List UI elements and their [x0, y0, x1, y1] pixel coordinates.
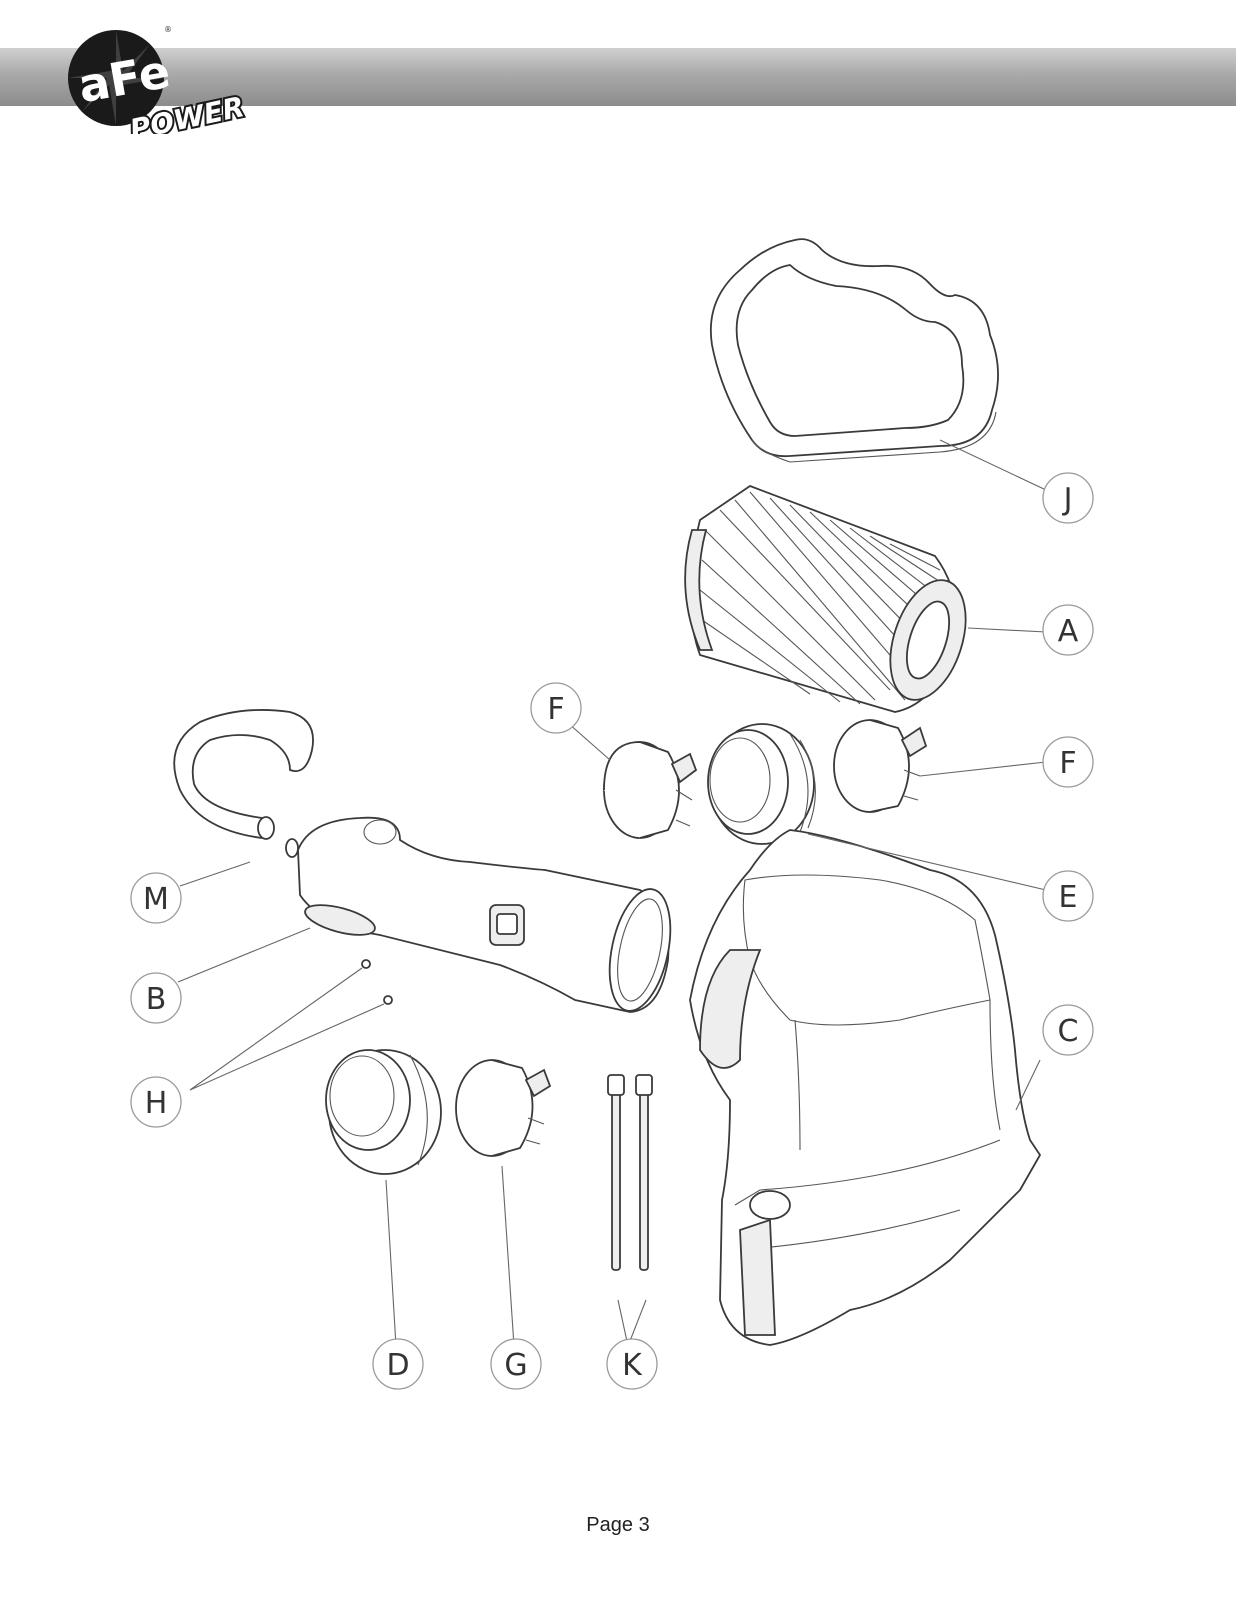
part-e-coupler	[707, 723, 816, 845]
callout-d: D	[372, 1338, 424, 1390]
svg-text:B: B	[146, 982, 167, 1017]
part-c-airbox	[689, 829, 1041, 1346]
callout-f-left: F	[530, 682, 582, 734]
svg-text:K: K	[622, 1348, 643, 1383]
svg-text:J: J	[1062, 482, 1073, 517]
svg-text:G: G	[504, 1348, 527, 1383]
part-g-clamp	[455, 1059, 552, 1157]
svg-text:D: D	[386, 1348, 409, 1383]
afe-power-logo: aFe ® POWER	[68, 25, 249, 134]
part-f-clamp-right	[833, 719, 928, 813]
part-a-air-filter	[684, 485, 967, 713]
svg-text:A: A	[1058, 614, 1079, 649]
svg-text:F: F	[547, 692, 564, 727]
svg-text:F: F	[1059, 746, 1076, 781]
svg-text:H: H	[145, 1086, 168, 1121]
part-b-intake-tube	[297, 816, 672, 1013]
header-band	[0, 48, 1236, 106]
page-number: Page 3	[586, 1514, 650, 1536]
callout-k: K	[606, 1338, 658, 1390]
part-h-screws	[361, 959, 393, 1005]
svg-text:E: E	[1059, 880, 1078, 915]
part-j-gasket	[709, 238, 999, 463]
part-d-coupler	[325, 1049, 442, 1175]
svg-text:M: M	[143, 882, 169, 917]
part-k-zip-ties	[607, 1074, 653, 1271]
svg-text:®: ®	[164, 25, 172, 34]
callout-b: B	[130, 972, 182, 1024]
svg-text:C: C	[1058, 1014, 1079, 1049]
callout-f-right: F	[1042, 736, 1094, 788]
callout-c: C	[1042, 1004, 1094, 1056]
callout-m: M	[130, 872, 182, 924]
callout-g: G	[490, 1338, 542, 1390]
callout-h: H	[130, 1076, 182, 1128]
callout-e: E	[1042, 870, 1094, 922]
callout-j: J	[1042, 472, 1094, 524]
callout-a: A	[1042, 604, 1094, 656]
part-f-clamp-left	[603, 741, 698, 839]
part-m-hose	[173, 709, 314, 858]
leader-lines	[177, 439, 1047, 1347]
